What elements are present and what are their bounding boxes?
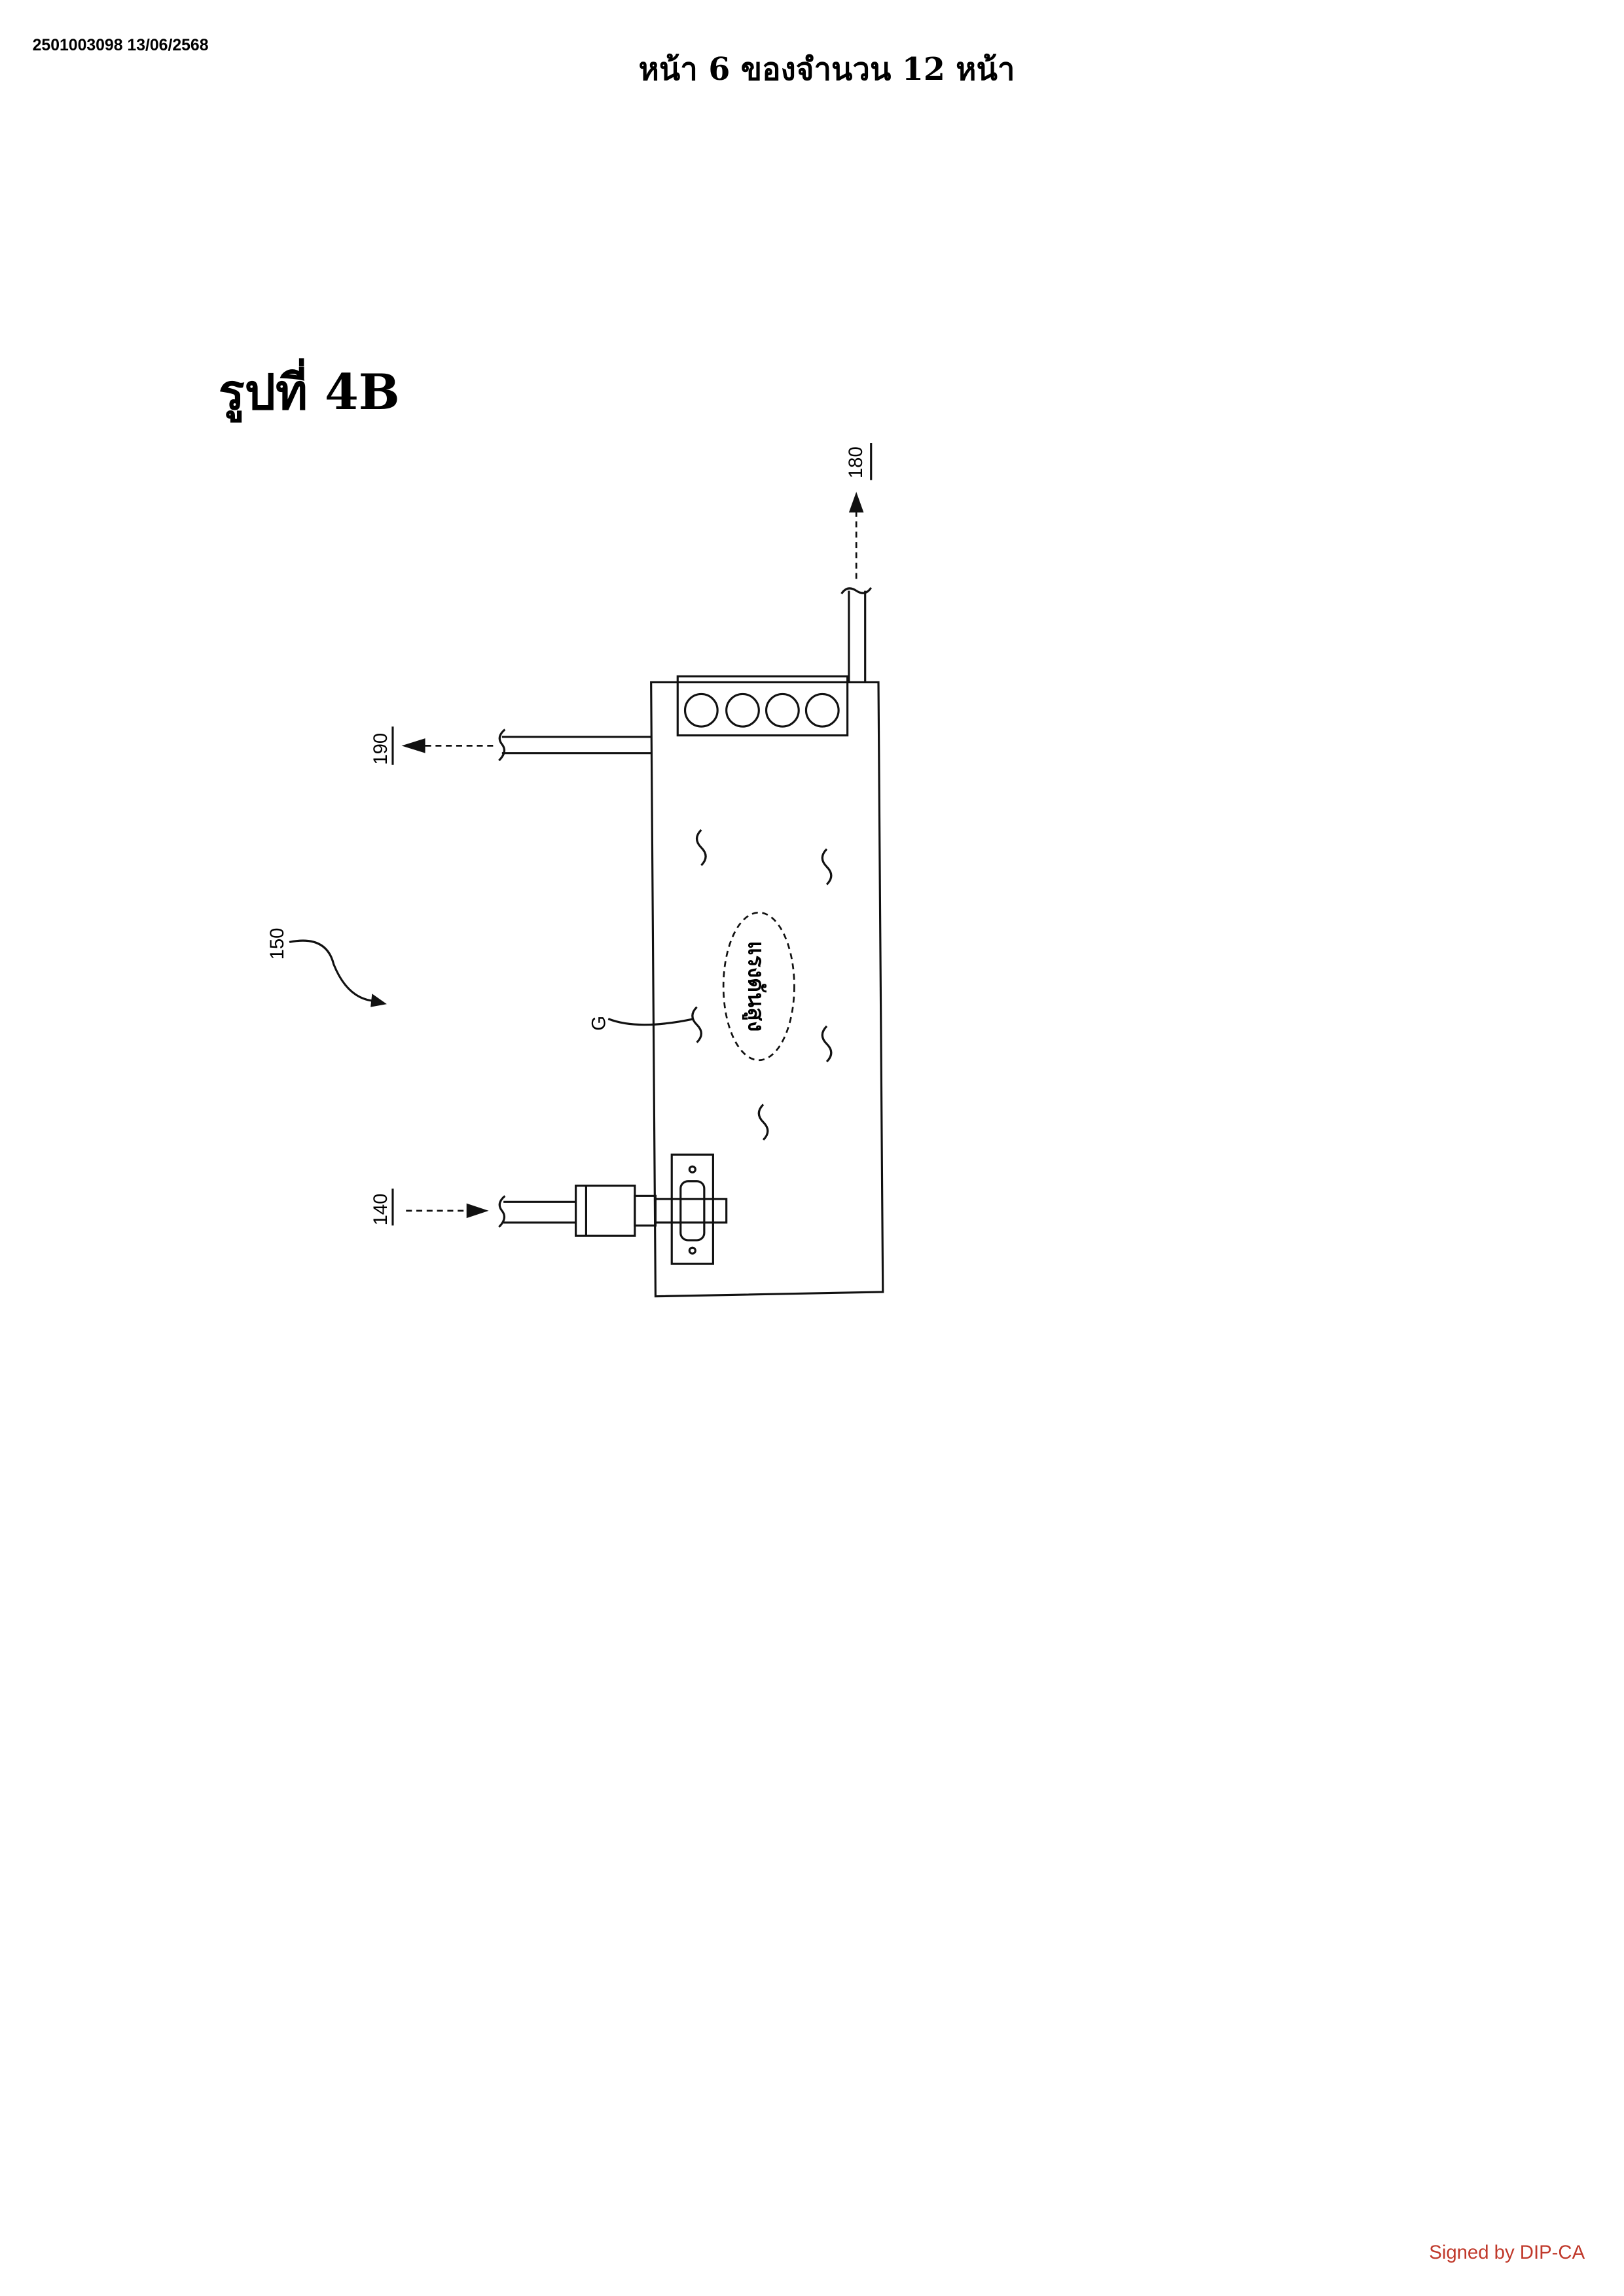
figure-title: รูปที่ 4B [219, 358, 400, 423]
device-diagram: 180 190 150 G แรงดันสูง [266, 443, 884, 1298]
document-id: 2501003098 13/06/2568 [33, 37, 209, 54]
page-info: หน้า 6 ของจำนวน 12 หน้า [639, 52, 1015, 88]
ref-140: 140 [370, 1193, 391, 1225]
inlet-connector-140: 140 [370, 1153, 728, 1265]
leader-g [607, 1018, 695, 1026]
tank-body [650, 681, 884, 1298]
outlet-pipe-190: 190 [370, 726, 651, 765]
ref-190: 190 [370, 733, 391, 765]
indicator-panel [676, 675, 849, 737]
leader-150 [289, 939, 378, 1003]
ref-g: G [588, 1016, 610, 1031]
high-pressure-zone [722, 911, 795, 1062]
indicator-lights [683, 692, 840, 728]
ref-180: 180 [845, 446, 867, 478]
high-pressure-label: แรงดันสูง [742, 941, 770, 1032]
digital-signature: Signed by DIP-CA [1429, 2242, 1585, 2263]
gas-wave-marks [691, 829, 833, 1141]
outlet-pipe-180: 180 [840, 443, 873, 683]
ref-150: 150 [266, 928, 288, 960]
